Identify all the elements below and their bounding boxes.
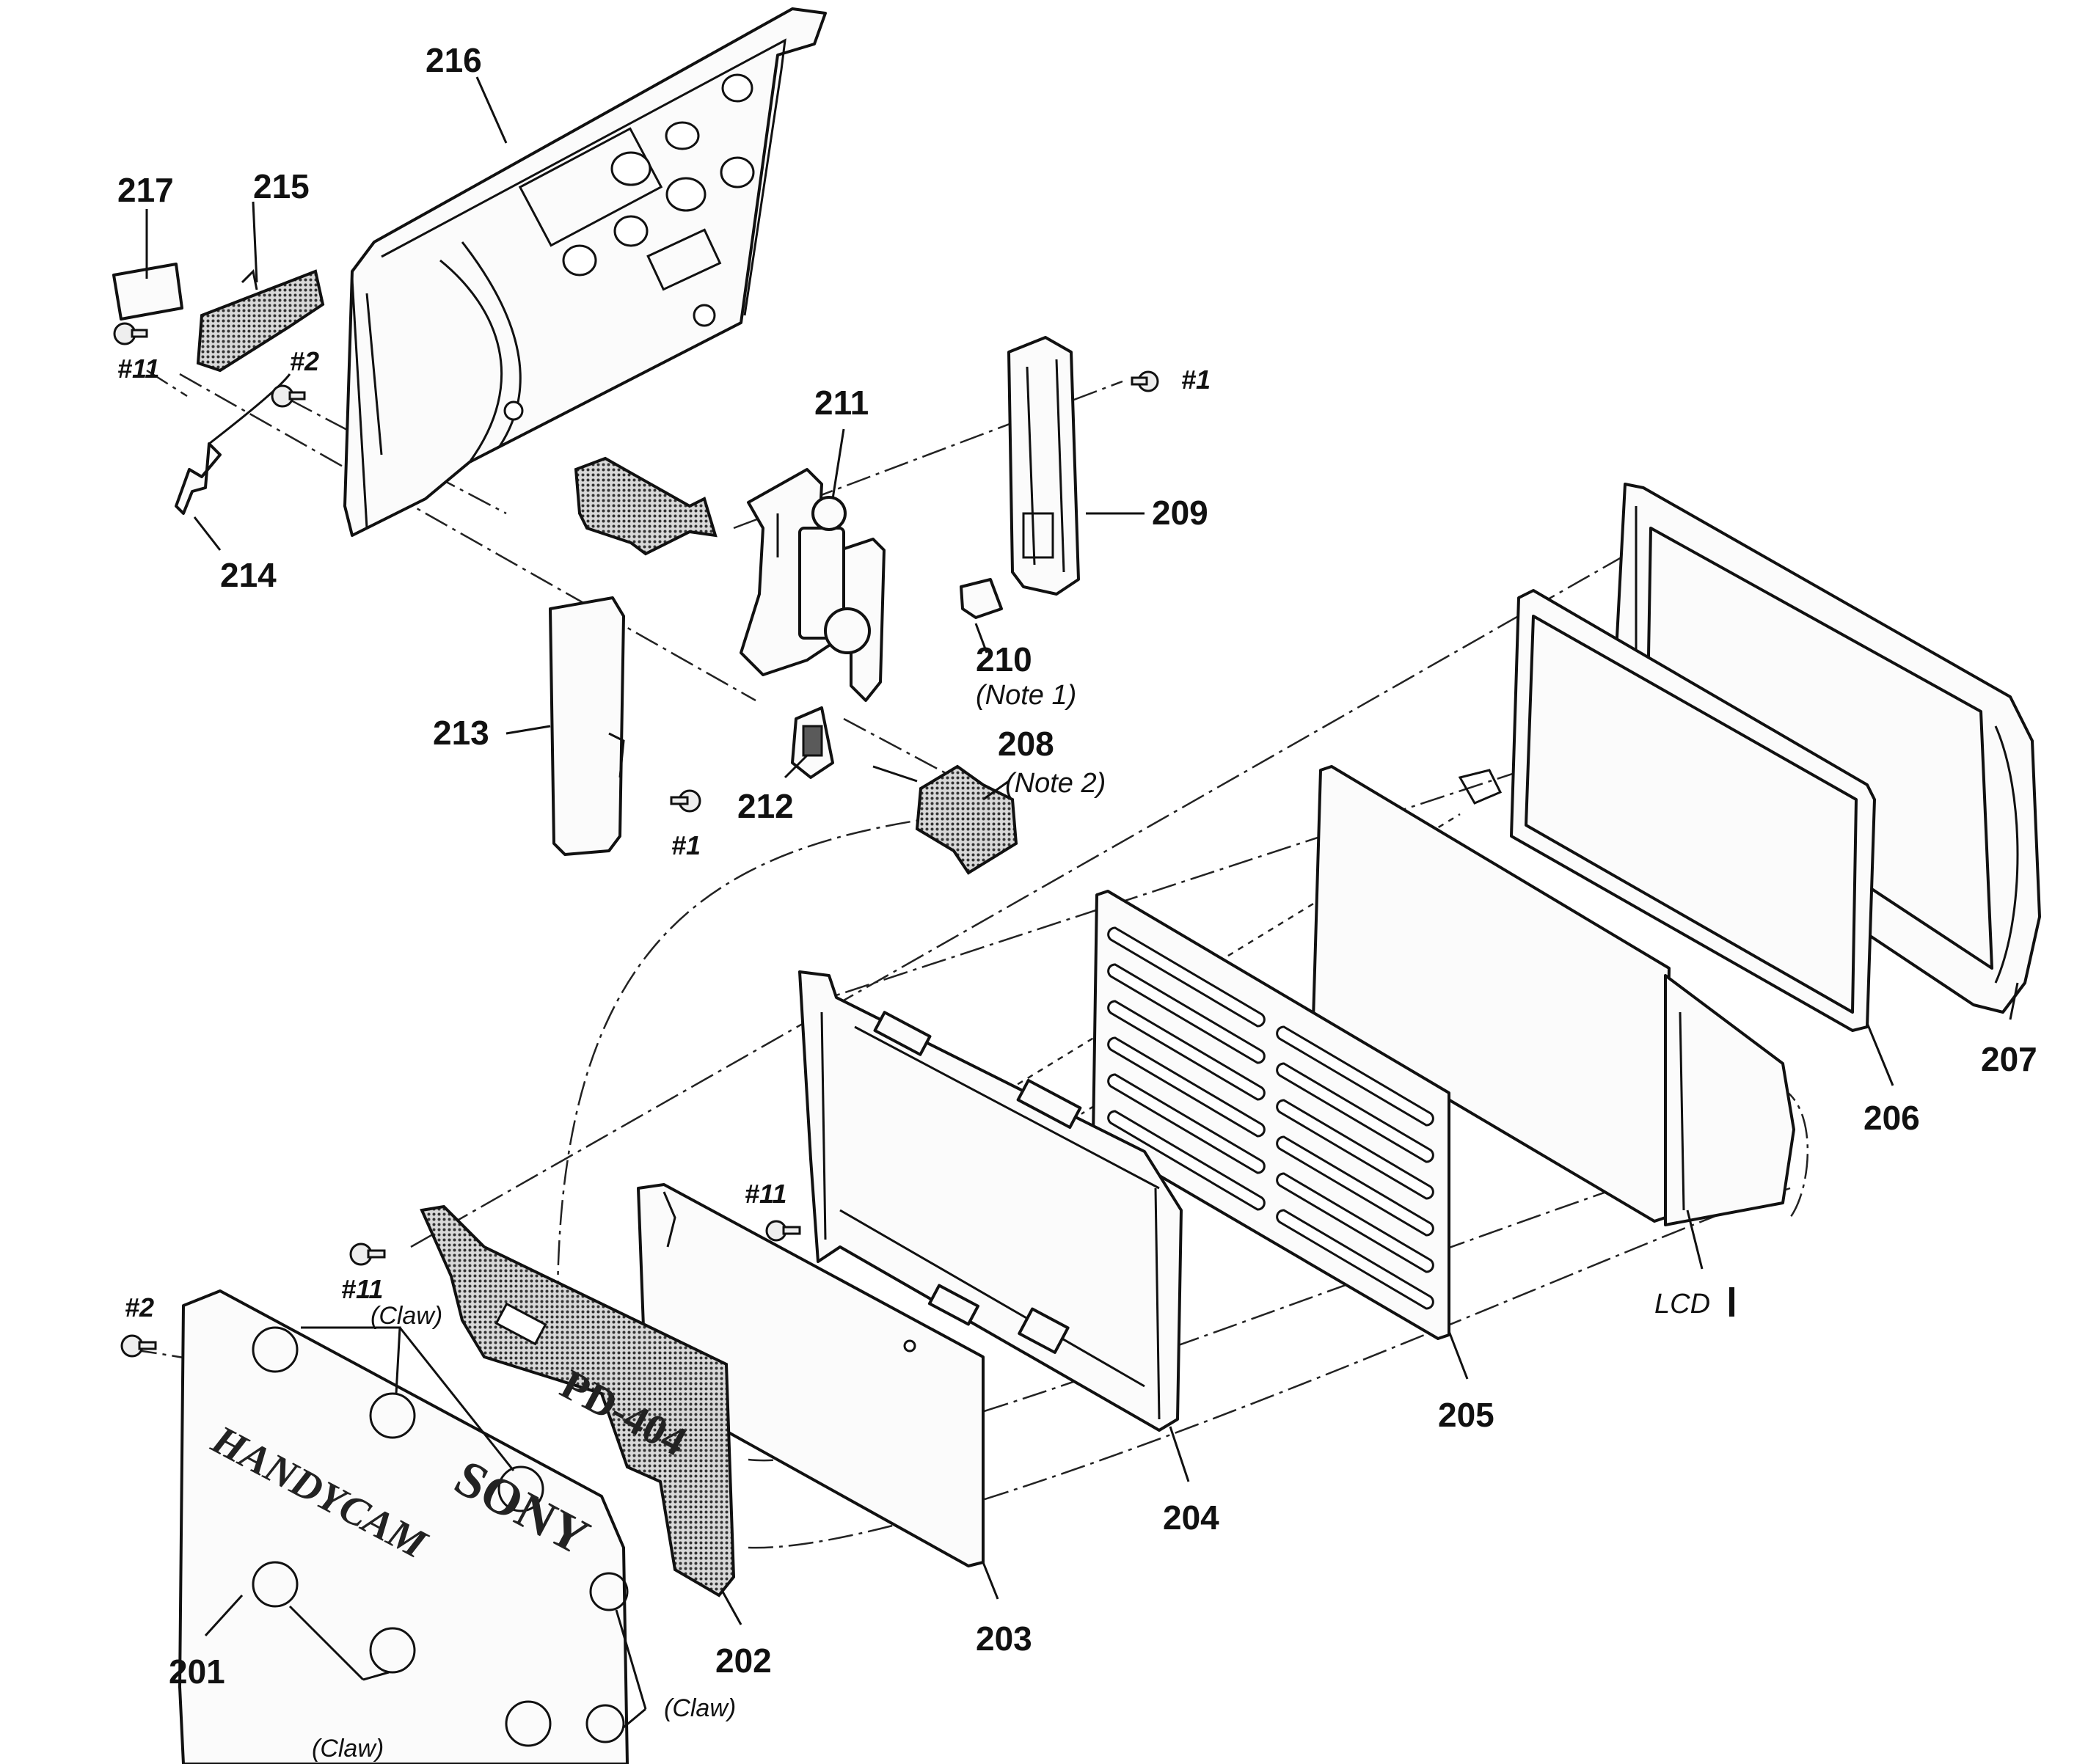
label-214: 214 — [220, 556, 277, 594]
screw-11-b — [349, 1243, 386, 1266]
shield-slot — [1276, 1062, 1434, 1163]
shield-slot — [1107, 1000, 1266, 1101]
screw-1-a — [1131, 370, 1159, 392]
part-211-hinge — [740, 468, 886, 702]
label-216: 216 — [426, 41, 482, 79]
label-217: 217 — [117, 171, 174, 209]
screw-label-11-b: #11 — [341, 1274, 383, 1304]
claw-labels: (Claw) (Claw) (Claw) — [312, 1302, 736, 1763]
part-hinge-bracket-shaded — [574, 456, 718, 556]
screw-label-11-c: #11 — [745, 1179, 786, 1209]
screw-1-b — [670, 789, 701, 813]
label-203: 203 — [976, 1620, 1032, 1658]
shield-slot — [1276, 1025, 1434, 1127]
label-211: 211 — [814, 384, 869, 422]
label-208: 208 — [998, 725, 1054, 763]
part-214-flex — [175, 373, 291, 515]
note-2: (Note 2) — [1005, 768, 1106, 799]
label-212: 212 — [737, 787, 794, 825]
label-213: 213 — [433, 714, 489, 752]
shield-slots — [1107, 926, 1434, 1310]
part-204-board-frame — [798, 970, 1183, 1432]
part-labels: 216 217 215 214 211 209 210 (Note 1) 208… — [117, 41, 2037, 1691]
label-201: 201 — [169, 1653, 225, 1691]
label-206: 206 — [1863, 1099, 1920, 1137]
part-215-bracket — [196, 268, 325, 373]
part-213-side-cover — [549, 596, 625, 856]
lcd-label: LCD — [1654, 1289, 1710, 1320]
shield-slot — [1276, 1135, 1434, 1237]
shield-slot — [1107, 1036, 1266, 1138]
leader-lines — [145, 76, 2019, 1637]
part-216-top-cover — [343, 7, 827, 537]
screw-label-2-b: #2 — [125, 1292, 154, 1322]
screw-label-1-b: #1 — [671, 830, 701, 860]
claw-label-right: (Claw) — [664, 1694, 736, 1722]
part-212-connector — [791, 706, 834, 779]
label-205: 205 — [1438, 1396, 1494, 1434]
part-201-front-cover: HANDYCAM SONY — [178, 1289, 647, 1764]
shield-slot — [1107, 963, 1266, 1064]
shield-slot — [1276, 1209, 1434, 1310]
claw-label-bottom: (Claw) — [312, 1735, 384, 1763]
screw-labels: #11 #2 #1 #1 #11 #2 #11 — [117, 346, 1211, 1322]
screw-2-b — [120, 1334, 157, 1358]
part-206-bezel — [1458, 589, 1876, 1032]
screw-label-11-a: #11 — [117, 354, 159, 384]
screw-11-a — [113, 322, 148, 345]
screws — [113, 322, 1159, 1358]
label-204: 204 — [1163, 1498, 1219, 1537]
part-210-block — [960, 578, 1003, 619]
part-205-shield-plate — [1092, 890, 1450, 1340]
label-215: 215 — [253, 167, 310, 205]
shield-slot — [1107, 1073, 1266, 1174]
screw-11-c — [765, 1220, 801, 1242]
part-217-sheet — [112, 263, 183, 321]
shield-slot — [1107, 1110, 1266, 1211]
claw-circles — [252, 1326, 629, 1747]
lcd-marker — [1729, 1287, 1734, 1317]
screw-2-a — [271, 384, 306, 408]
part-209-side-frame — [1007, 336, 1080, 596]
label-207: 207 — [1981, 1040, 2037, 1078]
shield-slot — [1276, 1172, 1434, 1273]
part-208-bracket — [872, 764, 1018, 875]
screw-label-2-a: #2 — [290, 346, 319, 376]
label-202: 202 — [715, 1642, 772, 1680]
label-209: 209 — [1152, 494, 1208, 532]
screw-label-1-a: #1 — [1181, 365, 1211, 395]
shield-slot — [1107, 926, 1266, 1028]
shield-slot — [1276, 1099, 1434, 1200]
note-1: (Note 1) — [976, 680, 1076, 711]
claw-label-top: (Claw) — [370, 1302, 442, 1330]
label-210: 210 — [976, 640, 1032, 678]
